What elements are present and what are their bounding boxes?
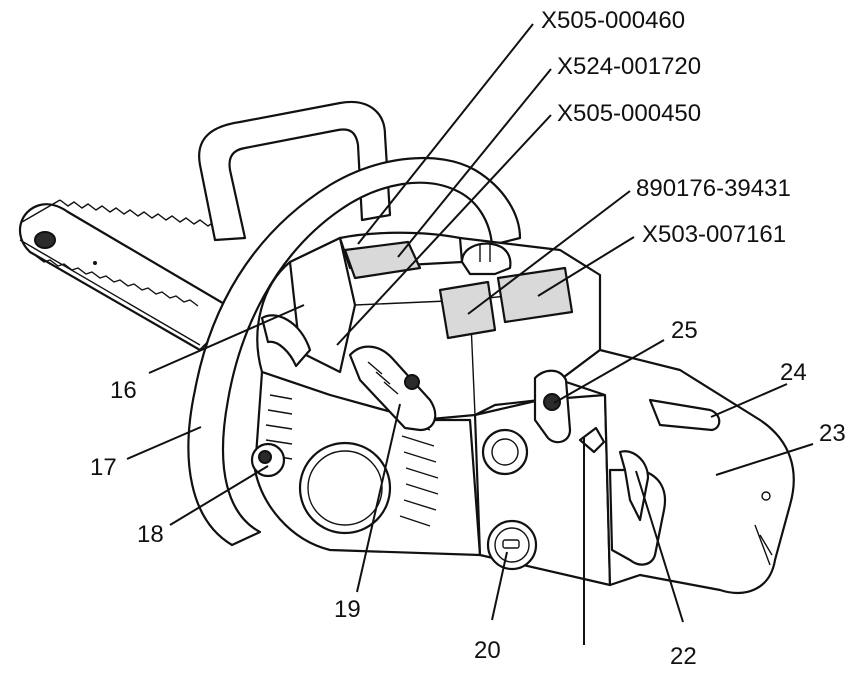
fuel-cap (578, 426, 606, 454)
callout-19: 19 (334, 596, 361, 623)
leader-lines (126, 23, 814, 645)
callout-16: 16 (110, 377, 137, 404)
motor-housing (256, 231, 602, 422)
choke-lever (348, 345, 437, 432)
stop-switch (533, 369, 572, 444)
callout-17: 17 (90, 454, 117, 481)
part-number-x505-000460: X505-000460 (541, 7, 685, 34)
part-number-x503-007161: X503-007161 (642, 221, 786, 248)
adjust-knob (473, 393, 612, 587)
guide-bar (19, 199, 240, 352)
part-number-890176-39431: 890176-39431 (636, 175, 791, 202)
callout-18: 18 (137, 521, 164, 548)
callout-25: 25 (671, 317, 698, 344)
callout-22: 22 (670, 643, 697, 670)
part-number-x524-001720: X524-001720 (557, 53, 701, 80)
starter-cover (250, 314, 482, 557)
part-number-x505-000450: X505-000450 (557, 100, 701, 127)
front-handle (187, 156, 522, 547)
callout-24: 24 (780, 359, 807, 386)
top-handle (198, 100, 392, 242)
rear-handle (558, 348, 795, 594)
callout-20: 20 (474, 637, 501, 664)
callout-23: 23 (819, 420, 846, 447)
